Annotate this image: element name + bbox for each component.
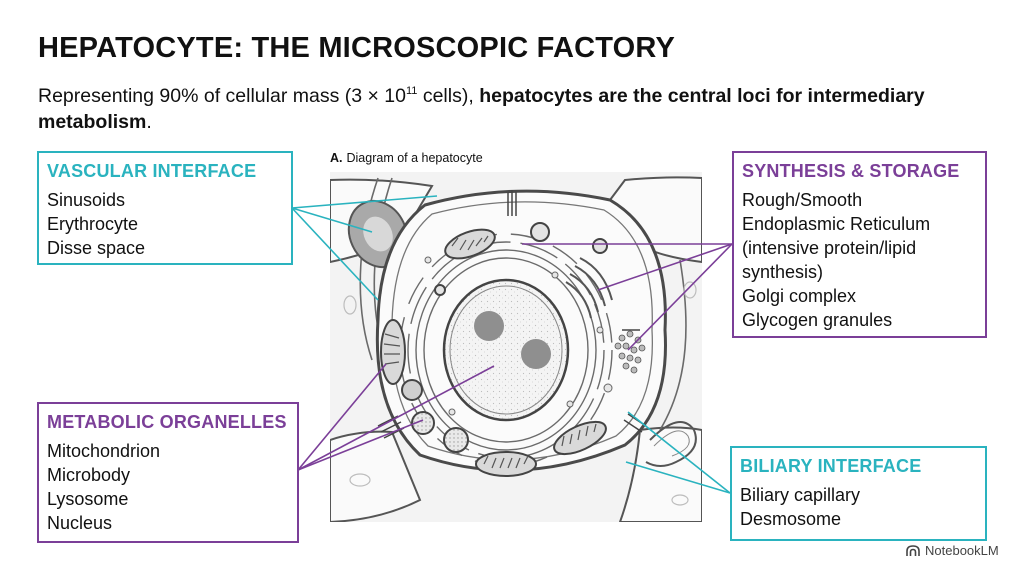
subtitle-text-2: cells), [417, 85, 480, 107]
list-item: Desmosome [740, 509, 842, 529]
brand-label: NotebookLM [925, 543, 999, 558]
page-title: HEPATOCYTE: THE MICROSCOPIC FACTORY [38, 32, 675, 64]
list-item: Lysosome [47, 489, 129, 509]
box-title: METABOLIC ORGANELLES [47, 412, 287, 432]
list-item: (intensive protein/lipid [742, 238, 917, 258]
list-item: Endoplasmic Reticulum [742, 214, 931, 234]
box-title: BILIARY INTERFACE [740, 456, 922, 476]
list-item: Erythrocyte [47, 214, 139, 234]
diagram-caption-text: Diagram of a hepatocyte [346, 151, 483, 165]
list-item: Nucleus [47, 513, 113, 533]
subtitle-end: . [146, 111, 152, 133]
list-item: Glycogen granules [742, 310, 893, 330]
diagram-caption: A.Diagram of a hepatocyte [330, 151, 483, 165]
list-item: Disse space [47, 238, 146, 258]
list-item: Rough/Smooth [742, 190, 863, 210]
page-subtitle: Representing 90% of cellular mass (3 × 1… [38, 83, 938, 135]
notebooklm-branding: NotebookLM [906, 543, 999, 558]
list-item: Sinusoids [47, 190, 126, 210]
list-item: synthesis) [742, 262, 824, 282]
biliary-interface-box: BILIARY INTERFACE Biliary capillary Desm… [730, 446, 987, 541]
list-item: Mitochondrion [47, 441, 161, 461]
subtitle-bold: hepatocytes are the central loci for int… [38, 85, 925, 133]
vascular-interface-box: VASCULAR INTERFACE Sinusoids Erythrocyte… [37, 151, 293, 265]
list-item: Microbody [47, 465, 131, 485]
diagram-caption-letter: A. [330, 151, 343, 165]
subtitle-exponent: 11 [406, 85, 418, 97]
subtitle-text-1: Representing 90% of cellular mass (3 × 1… [38, 85, 406, 107]
notebooklm-icon [906, 544, 920, 556]
box-title: VASCULAR INTERFACE [47, 161, 257, 181]
synthesis-storage-box: SYNTHESIS & STORAGE Rough/Smooth Endopla… [732, 151, 987, 338]
list-item: Golgi complex [742, 286, 857, 306]
list-item: Biliary capillary [740, 485, 861, 505]
box-title: SYNTHESIS & STORAGE [742, 161, 960, 181]
metabolic-organelles-box: METABOLIC ORGANELLES Mitochondrion Micro… [37, 402, 299, 543]
